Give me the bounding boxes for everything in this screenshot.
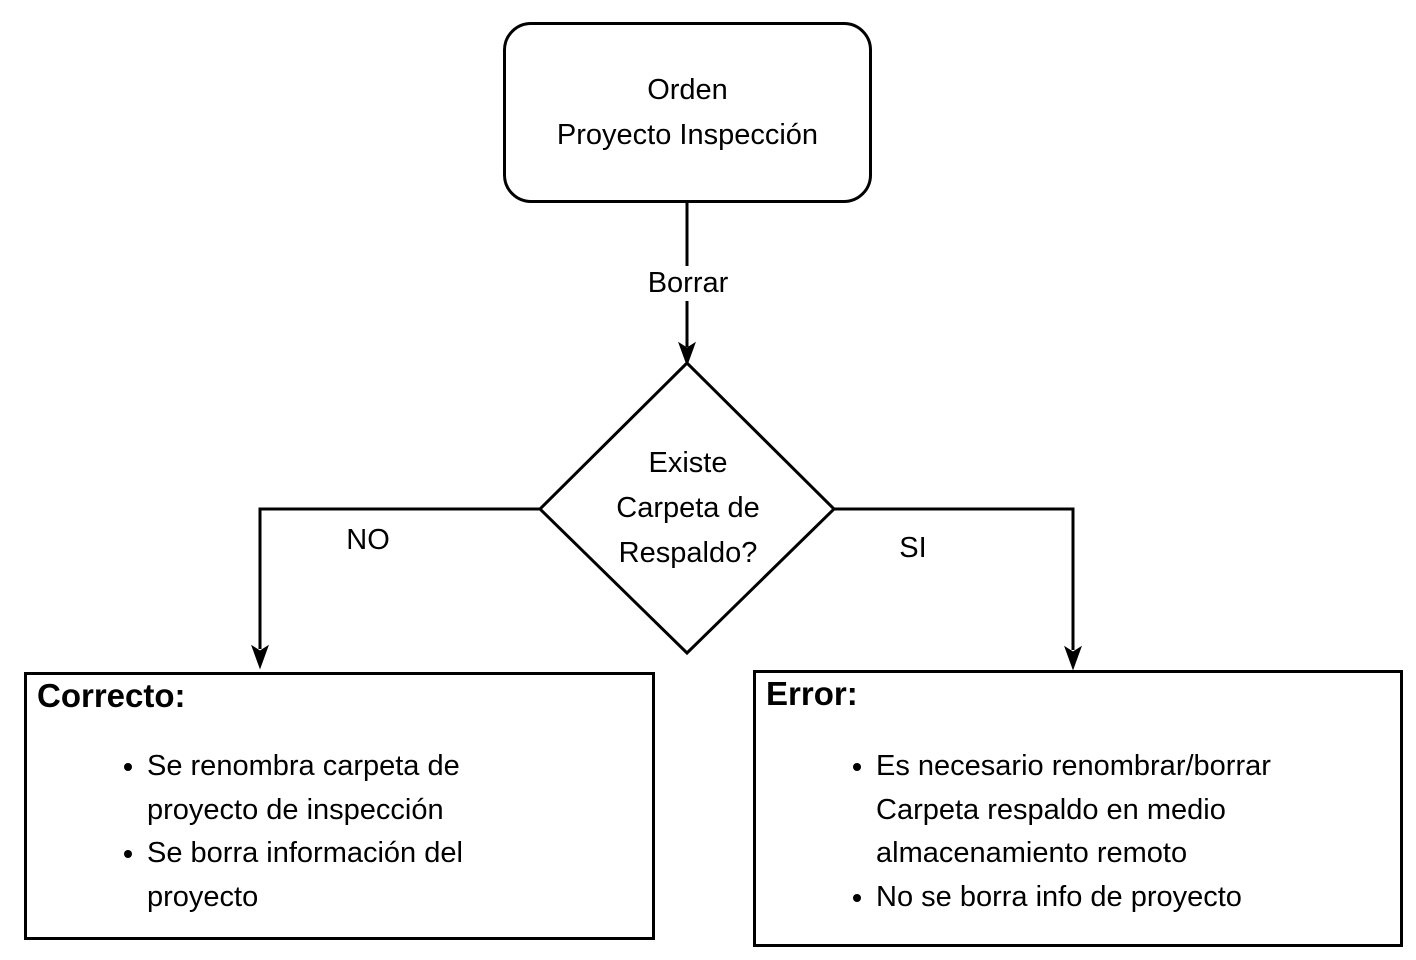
bullet-item: Se borra información del proyecto: [147, 832, 577, 919]
correcto-box-title: Correcto:: [37, 677, 186, 714]
decision-node-label: Existe Carpeta de Respaldo?: [616, 447, 760, 569]
edge-label-si: SI: [893, 531, 933, 566]
start-node-orden-proyecto-inspeccion: Orden Proyecto Inspección: [503, 22, 872, 203]
bullet-item: Es necesario renombrar/borrar Carpeta re…: [876, 745, 1391, 876]
correcto-bullet-list: Se renombra carpeta de proyecto de inspe…: [119, 745, 577, 919]
bullet-item: No se borra info de proyecto: [876, 876, 1391, 920]
edge-label-borrar: Borrar: [641, 266, 735, 301]
edge-label-no: NO: [340, 523, 396, 558]
edge-no-line: [258, 507, 540, 649]
edge-si-line: [834, 507, 1075, 650]
result-box-correcto: Correcto: Se renombra carpeta de proyect…: [24, 672, 655, 940]
bullet-item: Se renombra carpeta de proyecto de inspe…: [147, 745, 577, 832]
arrowhead-down-icon: [678, 341, 696, 367]
arrowhead-down-icon: [1064, 645, 1082, 671]
error-bullet-list: Es necesario renombrar/borrar Carpeta re…: [848, 745, 1391, 919]
result-box-error: Error: Es necesario renombrar/borrar Car…: [753, 670, 1403, 947]
error-box-title: Error:: [766, 675, 858, 712]
decision-diamond-shape: [537, 360, 837, 656]
arrowhead-down-icon: [251, 644, 269, 670]
